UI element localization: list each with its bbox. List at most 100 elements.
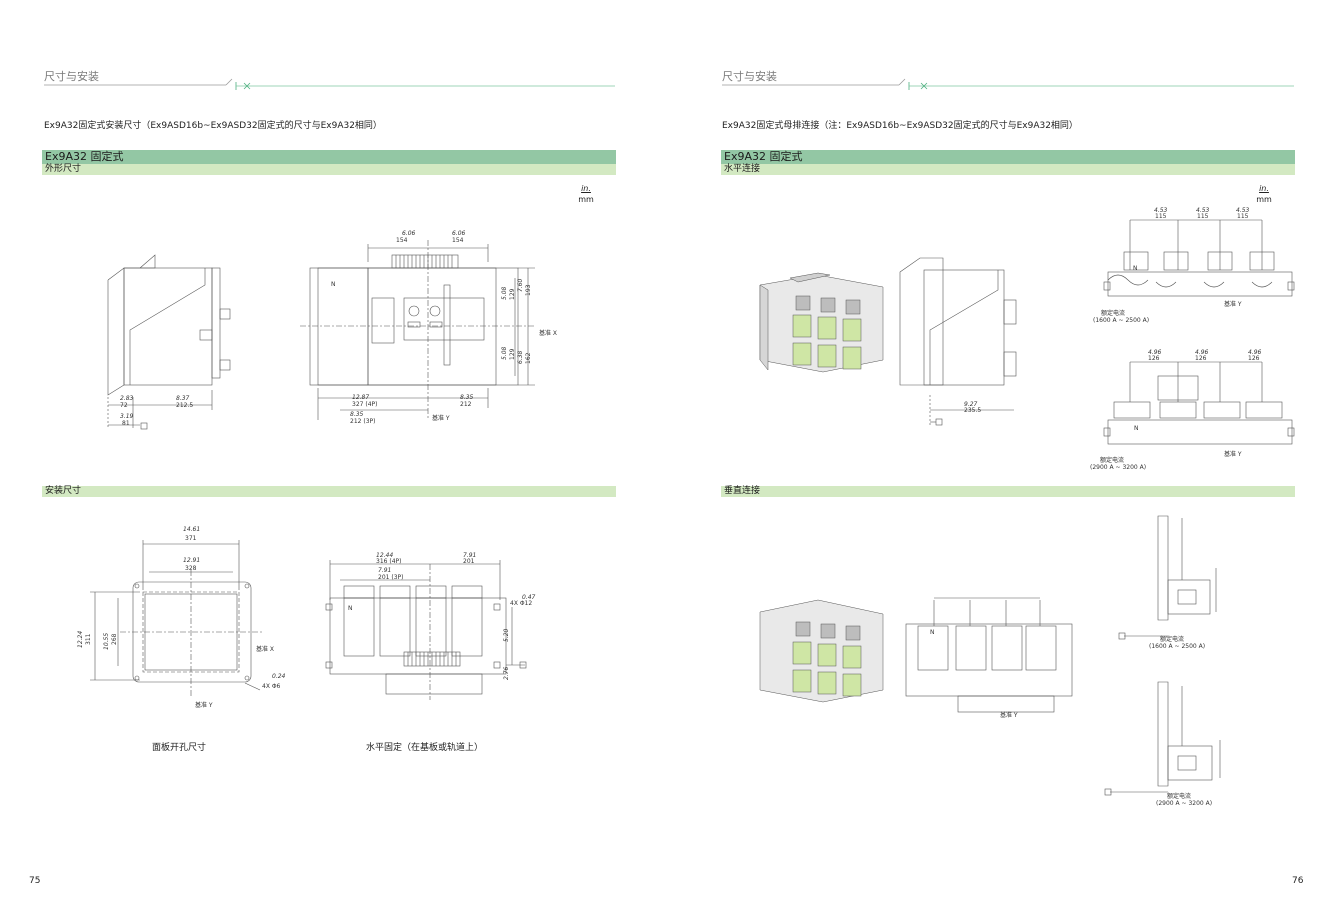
right-unit-inch: in. xyxy=(1259,184,1269,193)
left-page: 尺寸与安装 Ex9A32固定式安装尺寸（Ex9ASD16b~Ex9ASD32固定… xyxy=(0,0,668,913)
svg-text:115: 115 xyxy=(1155,213,1167,220)
svg-text:311: 311 xyxy=(85,633,92,645)
side-view-drawing xyxy=(107,254,231,430)
svg-text:基准 Y: 基准 Y xyxy=(1224,300,1242,308)
busbar-horizontal-2900 xyxy=(1103,361,1295,445)
svg-text:72: 72 xyxy=(120,402,128,409)
svg-text:7.91: 7.91 xyxy=(378,567,391,574)
svg-text:N: N xyxy=(331,281,336,288)
svg-text:115: 115 xyxy=(1237,213,1249,220)
right-page-number: 76 xyxy=(1292,876,1304,886)
breaker-3d-vertical xyxy=(759,599,884,703)
svg-text:5.08: 5.08 xyxy=(501,346,508,360)
svg-text:201: 201 xyxy=(463,558,475,565)
busbar-horizontal-1600 xyxy=(1103,219,1295,297)
right-band-title: Ex9A32 固定式 xyxy=(721,150,1295,164)
svg-text:N: N xyxy=(1134,425,1139,432)
svg-text:基准 Y: 基准 Y xyxy=(195,701,213,709)
svg-text:8.37: 8.37 xyxy=(176,395,190,402)
left-page-number: 75 xyxy=(29,876,41,886)
svg-text:N: N xyxy=(1133,265,1138,272)
svg-text:212.5: 212.5 xyxy=(176,402,193,409)
svg-text:8.35: 8.35 xyxy=(350,411,364,418)
svg-text:129: 129 xyxy=(509,348,516,360)
svg-text:9.27: 9.27 xyxy=(964,401,978,408)
svg-text:4.96: 4.96 xyxy=(1148,349,1162,356)
svg-text:(1600 A ~ 2500 A): (1600 A ~ 2500 A) xyxy=(1149,643,1205,650)
svg-text:4.96: 4.96 xyxy=(1248,349,1262,356)
svg-text:2.76: 2.76 xyxy=(503,666,510,680)
svg-text:(2900 A ~ 3200 A): (2900 A ~ 3200 A) xyxy=(1090,464,1146,471)
svg-text:235.5: 235.5 xyxy=(964,407,981,414)
svg-text:额定电流: 额定电流 xyxy=(1167,792,1191,800)
svg-text:4X Φ6: 4X Φ6 xyxy=(262,683,281,690)
svg-text:5.08: 5.08 xyxy=(501,286,508,300)
svg-text:基准 Y: 基准 Y xyxy=(1000,711,1018,719)
svg-text:(1600 A ~ 2500 A): (1600 A ~ 2500 A) xyxy=(1093,317,1149,324)
svg-text:14.61: 14.61 xyxy=(183,526,200,533)
left-section-title: 尺寸与安装 xyxy=(44,70,99,83)
svg-text:8.35: 8.35 xyxy=(460,394,474,401)
right-unit-label: in. mm xyxy=(1252,183,1276,205)
right-dimension-texts: 4.53 115 4.53 115 4.53 115 N 额定电流 (1600 … xyxy=(930,207,1262,807)
svg-text:3.19: 3.19 xyxy=(120,413,134,420)
svg-text:4.53: 4.53 xyxy=(1154,207,1168,214)
svg-text:12.24: 12.24 xyxy=(77,631,84,648)
svg-text:12.91: 12.91 xyxy=(183,557,200,564)
right-header-rule xyxy=(722,78,1294,90)
right-subtitle: Ex9A32固定式母排连接（注：Ex9ASD16b~Ex9ASD32固定式的尺寸… xyxy=(722,121,1078,131)
panel-cutout-drawing xyxy=(90,540,262,698)
right-page: 尺寸与安装 Ex9A32固定式母排连接（注：Ex9ASD16b~Ex9ASD32… xyxy=(668,0,1337,913)
svg-text:201 (3P): 201 (3P) xyxy=(378,574,403,581)
svg-text:2.83: 2.83 xyxy=(120,395,134,402)
svg-text:268: 268 xyxy=(111,633,118,645)
svg-text:193: 193 xyxy=(525,284,532,296)
left-subtitle: Ex9A32固定式安装尺寸（Ex9ASD16b~Ex9ASD32固定式的尺寸与E… xyxy=(44,121,382,131)
left-unit-label: in. mm xyxy=(574,183,598,205)
left-band-mount: 安装尺寸 xyxy=(42,486,616,497)
svg-text:327 (4P): 327 (4P) xyxy=(352,401,377,408)
svg-text:4X Φ12: 4X Φ12 xyxy=(510,600,532,607)
svg-text:(2900 A ~ 3200 A): (2900 A ~ 3200 A) xyxy=(1156,800,1212,807)
vertical-front-drawing xyxy=(905,597,1073,713)
svg-text:6.38: 6.38 xyxy=(517,350,524,364)
svg-text:212: 212 xyxy=(460,401,472,408)
svg-text:额定电流: 额定电流 xyxy=(1160,635,1184,643)
left-dimension-texts: 6.06 154 6.06 154 基准 X 基准 Y 12.87 327 (4… xyxy=(120,230,557,709)
svg-text:6.06: 6.06 xyxy=(452,230,466,237)
vertical-side-1600 xyxy=(1118,515,1217,640)
caption-horizontal-mount: 水平固定（在基板或轨道上） xyxy=(366,743,484,753)
svg-text:4.53: 4.53 xyxy=(1196,207,1210,214)
svg-text:316 (4P): 316 (4P) xyxy=(376,558,401,565)
side-view-horizontal xyxy=(899,257,1017,426)
horizontal-fixing-drawing xyxy=(325,560,527,700)
svg-text:81: 81 xyxy=(122,420,130,427)
left-unit-mm: mm xyxy=(578,195,594,204)
right-unit-mm: mm xyxy=(1256,195,1272,204)
svg-text:12.87: 12.87 xyxy=(352,394,369,401)
right-drawings: 4.53 115 4.53 115 4.53 115 N 额定电流 (1600 … xyxy=(759,207,1295,807)
svg-text:6.06: 6.06 xyxy=(402,230,416,237)
vertical-side-2900 xyxy=(1104,681,1221,796)
svg-text:7.91: 7.91 xyxy=(463,552,476,559)
svg-text:0.47: 0.47 xyxy=(522,594,536,601)
right-band-horizontal: 水平连接 xyxy=(721,164,1295,175)
svg-text:126: 126 xyxy=(1248,355,1260,362)
svg-text:126: 126 xyxy=(1195,355,1207,362)
left-band-title: Ex9A32 固定式 xyxy=(42,150,616,164)
svg-text:328: 328 xyxy=(185,565,197,572)
svg-text:5.20: 5.20 xyxy=(503,628,510,642)
svg-text:N: N xyxy=(348,605,353,612)
left-vertical-dim-texts: 5.08 129 7.60 193 5.08 129 6.38 162 12.2… xyxy=(77,278,532,680)
right-band-vertical: 垂直连接 xyxy=(721,486,1295,497)
left-drawings: 6.06 154 6.06 154 基准 X 基准 Y 12.87 327 (4… xyxy=(77,230,557,709)
caption-panel-cutout: 面板开孔尺寸 xyxy=(152,743,207,753)
svg-text:基准 X: 基准 X xyxy=(539,329,557,337)
svg-text:0.24: 0.24 xyxy=(272,673,286,680)
left-band-outline: 外形尺寸 xyxy=(42,164,616,175)
svg-text:基准 Y: 基准 Y xyxy=(1224,450,1242,458)
svg-text:额定电流: 额定电流 xyxy=(1100,456,1124,464)
svg-text:基准 X: 基准 X xyxy=(256,645,274,653)
svg-text:10.55: 10.55 xyxy=(103,633,110,650)
svg-text:162: 162 xyxy=(525,352,532,364)
